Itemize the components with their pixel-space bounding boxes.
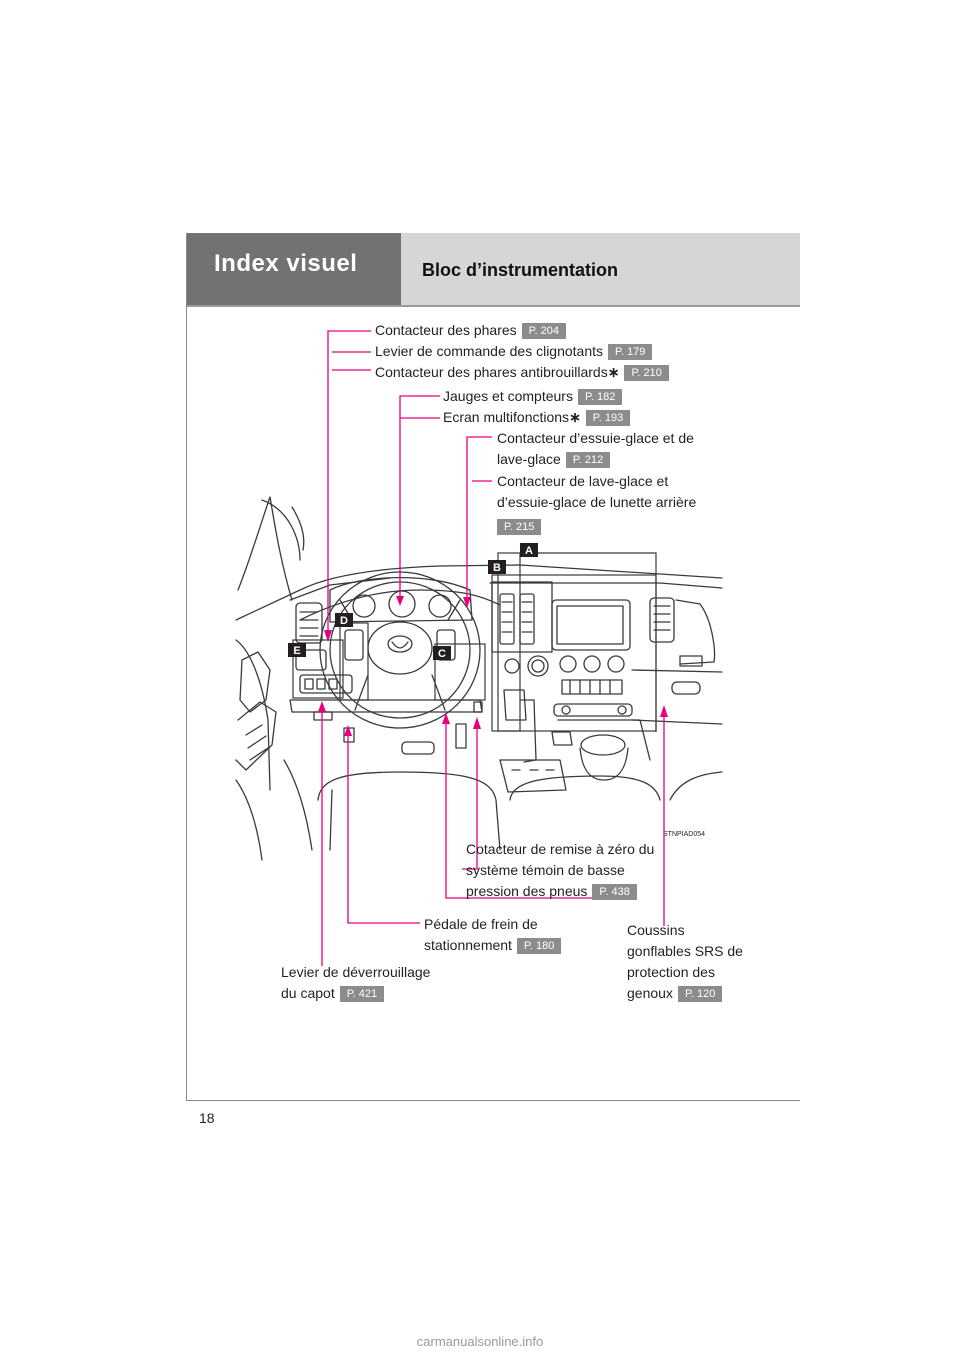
asterisk-mark: ∗ <box>569 409 581 425</box>
callout-knee-airbags: Coussins gonflables SRS de protection de… <box>627 920 743 1004</box>
page-frame-left <box>186 233 187 1101</box>
page-ref-badge[interactable]: P. 180 <box>516 938 562 954</box>
header-light-panel <box>401 233 800 305</box>
callout-text: stationnement <box>424 937 512 953</box>
page-ref-badge[interactable]: P. 120 <box>677 986 723 1002</box>
callout-text: système témoin de basse <box>466 862 625 878</box>
section-title: Index visuel <box>214 250 358 277</box>
callout-text: Contacteur des phares <box>375 322 517 338</box>
callout-text: Ecran multifonctions <box>443 409 570 425</box>
page-ref-badge[interactable]: P. 179 <box>608 344 653 360</box>
callout-wiper-switch: Contacteur d’essuie-glace et de lave-gla… <box>497 428 694 470</box>
marker-e-letter: E <box>293 645 300 657</box>
page-ref-badge[interactable]: P. 421 <box>339 986 385 1002</box>
callout-text: gonflables SRS de <box>627 943 743 959</box>
marker-d <box>335 613 353 627</box>
asterisk-mark: ∗ <box>607 364 620 380</box>
callout-fog-light-switch: Contacteur des phares antibrouillards∗P.… <box>375 362 669 383</box>
section-subtitle: Bloc d’instrumentation <box>422 260 619 280</box>
callout-text: Coussins <box>627 922 685 938</box>
callout-text: Levier de commande des clignotants <box>375 343 604 359</box>
callout-text: pression des pneus <box>466 883 588 899</box>
illustration-code: STNPIAD054 <box>663 831 705 838</box>
callout-rear-wiper-switch: Contacteur de lave-glace et d’essuie-gla… <box>497 471 696 537</box>
page-ref-badge[interactable]: P. 215 <box>497 519 542 535</box>
page-frame-bottom <box>186 1100 800 1101</box>
watermark: carmanualsonline.info <box>416 1334 544 1349</box>
callout-text: Jauges et compteurs <box>443 388 573 404</box>
marker-e <box>288 643 306 657</box>
leader-lines <box>321 330 665 966</box>
callout-text: Contacteur des phares antibrouillards <box>375 364 608 380</box>
page-ref-badge[interactable]: P. 438 <box>592 884 637 900</box>
page-number: 18 <box>199 1110 215 1126</box>
callout-multi-display: Ecran multifonctions∗P. 193 <box>443 407 631 428</box>
marker-b <box>488 560 506 574</box>
marker-badges <box>288 543 538 660</box>
marker-a-letter: A <box>525 545 533 557</box>
marker-c-letter: C <box>438 648 446 660</box>
marker-b-letter: B <box>493 562 501 574</box>
marker-a <box>520 543 538 557</box>
page-ref-badge[interactable]: P. 204 <box>521 323 567 339</box>
callout-text: Pédale de frein de <box>424 916 538 932</box>
callout-text: Cotacteur de remise à zéro du <box>466 841 655 857</box>
page-ref-badge[interactable]: P. 182 <box>577 389 623 405</box>
callout-text: protection des <box>627 964 715 980</box>
callout-tpms-reset: Cotacteur de remise à zéro du système té… <box>466 839 654 902</box>
callout-text: lave-glace <box>497 451 561 467</box>
marker-d-letter: D <box>340 615 348 627</box>
callout-text: Levier de déverrouillage <box>281 964 431 980</box>
header-divider <box>187 305 800 307</box>
header-dark-panel <box>187 233 401 305</box>
callout-text: genoux <box>627 985 673 1001</box>
marker-c <box>433 646 451 660</box>
callout-text: d’essuie-glace de lunette arrière <box>497 494 697 510</box>
callout-text: Contacteur de lave-glace et <box>497 473 669 489</box>
page-ref-badge[interactable]: P. 212 <box>565 452 611 468</box>
page-ref-badge[interactable]: P. 193 <box>585 410 631 426</box>
page-ref-badge[interactable]: P. 210 <box>624 365 669 381</box>
callout-text: du capot <box>281 985 335 1001</box>
callout-text: Contacteur d’essuie-glace et de <box>497 430 694 446</box>
